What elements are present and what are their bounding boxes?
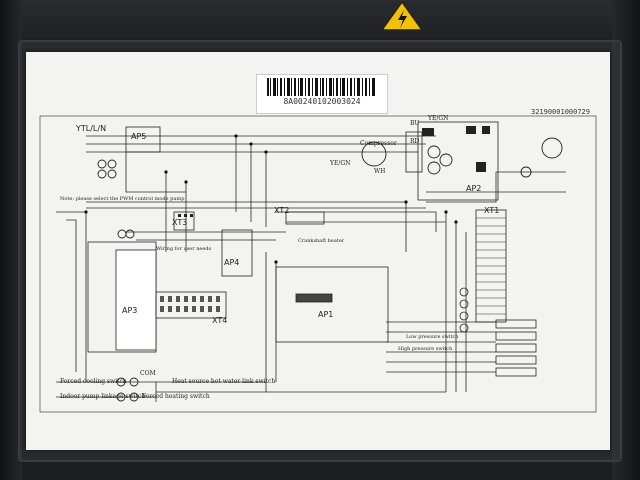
ap3-label: AP3	[122, 306, 138, 315]
cabinet-right-edge	[612, 0, 640, 480]
xt1-label: XT1	[484, 206, 500, 215]
compressor-label: Compressor	[360, 140, 397, 147]
com-label: COM	[140, 370, 156, 377]
wh-label: WH	[374, 168, 386, 175]
crankshaft-label: Crankshaft heater	[298, 238, 345, 244]
xt4-label: XT4	[212, 316, 228, 325]
ap1-label: AP1	[318, 310, 334, 319]
wiring-schematic	[39, 115, 597, 413]
xt3-label: XT3	[172, 218, 188, 227]
part-number: 32190001000729	[530, 108, 590, 116]
barcode-sticker: 8A00240102003024	[256, 74, 388, 114]
xt4-terminal	[155, 291, 227, 319]
wiring-note-label: Wiring for user needs	[156, 246, 212, 252]
barcode	[267, 78, 375, 96]
heat-source-label: Heat source hot water link switch	[172, 378, 276, 385]
barcode-serial: 8A00240102003024	[283, 97, 361, 106]
supply-label: YTL/L/N	[76, 124, 107, 133]
note-label: Note: please select the PWM control mode…	[60, 196, 185, 202]
electrical-warning-icon	[381, 0, 423, 30]
cabinet-top-panel	[0, 0, 640, 38]
ap4-label: AP4	[224, 258, 240, 267]
rd-label: RD	[410, 138, 420, 145]
indoor-pump-label: Indoor pump linkage switch	[60, 393, 146, 400]
ye-gn-label-mid: YE/GN	[330, 160, 351, 167]
forced-heating-label: Forced heating switch	[142, 393, 210, 400]
wiring-diagram-sheet: 8A00240102003024 32190001000729	[26, 52, 610, 450]
low-pressure-label: Low pressure switch	[406, 334, 459, 340]
ap5-module	[125, 126, 161, 153]
xt2-label: XT2	[274, 206, 290, 215]
ap1-module	[275, 266, 389, 343]
ye-gn-label-top: YE/GN	[428, 115, 449, 122]
fan-motor-symbol	[541, 137, 563, 159]
bu-label: BU	[410, 120, 420, 127]
xt3-terminal	[173, 211, 195, 231]
ap5-label: AP5	[131, 132, 147, 141]
compressor-symbol	[361, 141, 387, 167]
ap2-label: AP2	[466, 184, 482, 193]
cabinet-left-edge	[0, 0, 22, 480]
xt2-terminal	[285, 211, 325, 225]
forced-cooling-label: Forced cooling switch	[60, 378, 127, 385]
high-pressure-label: High pressure switch	[398, 346, 453, 352]
ap2-module	[417, 121, 499, 201]
ap4-module	[221, 229, 253, 277]
